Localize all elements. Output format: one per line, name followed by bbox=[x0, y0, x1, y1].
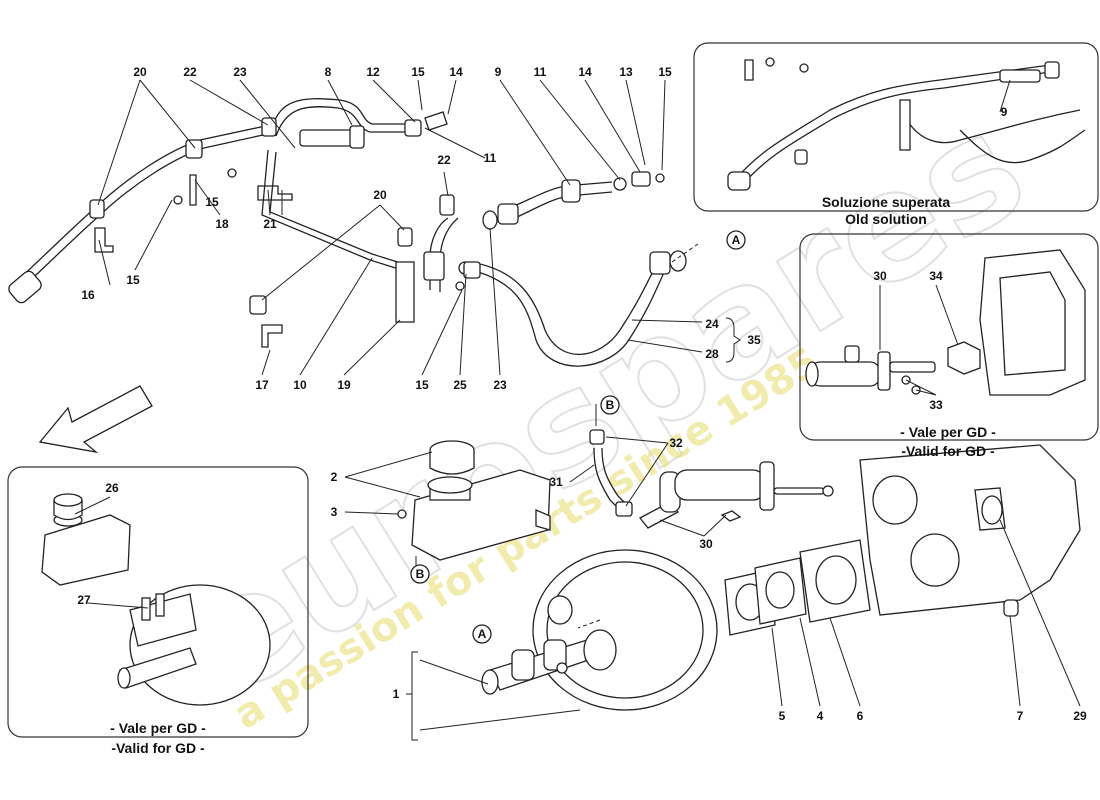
callout: 20 bbox=[133, 65, 147, 79]
callout: 21 bbox=[263, 217, 277, 231]
marker-label: B bbox=[416, 567, 425, 581]
marker-a-2: A bbox=[472, 624, 492, 644]
callout: 15 bbox=[415, 378, 429, 392]
leader-lines bbox=[74, 79, 1081, 741]
marker-b-1: B bbox=[600, 395, 620, 415]
callout: 19 bbox=[337, 378, 351, 392]
callout: 15 bbox=[411, 65, 425, 79]
callout: 31 bbox=[549, 475, 563, 489]
callout: 9 bbox=[495, 65, 502, 79]
callout: 23 bbox=[233, 65, 247, 79]
marker-label: A bbox=[478, 627, 487, 641]
gd-clutch-caption-it: - Vale per GD - bbox=[900, 424, 996, 440]
old-solution-inset bbox=[693, 42, 1099, 212]
callout: 4 bbox=[817, 709, 824, 723]
marker-a-1: A bbox=[726, 230, 746, 250]
callout: 11 bbox=[484, 151, 497, 165]
callout: 7 bbox=[1017, 709, 1024, 723]
callout: 16 bbox=[81, 288, 95, 302]
callout: 24 bbox=[705, 317, 719, 331]
callout: 26 bbox=[105, 481, 119, 495]
brake-fluid-reservoir bbox=[397, 440, 551, 561]
callout: 33 bbox=[929, 398, 943, 412]
gd-clutch-drawing bbox=[805, 249, 1086, 396]
callout: 20 bbox=[373, 188, 387, 202]
marker-label: B bbox=[606, 398, 615, 412]
callout: 15 bbox=[658, 65, 672, 79]
gd-booster-drawing bbox=[41, 493, 271, 706]
callout: 34 bbox=[929, 269, 943, 283]
callout: 5 bbox=[779, 709, 786, 723]
marker-label: A bbox=[732, 233, 741, 247]
callout: 2 bbox=[331, 470, 338, 484]
callout: 15 bbox=[205, 195, 219, 209]
callout: 23 bbox=[493, 378, 507, 392]
callout: 8 bbox=[325, 65, 332, 79]
callout: 14 bbox=[578, 65, 592, 79]
gd-booster-caption-en: -Valid for GD - bbox=[111, 740, 205, 756]
callout: 11 bbox=[534, 65, 547, 79]
callout-labels: 20 22 23 8 12 15 14 9 11 14 13 15 11 22 … bbox=[77, 65, 1087, 723]
gd-clutch-caption-en: -Valid for GD - bbox=[901, 443, 995, 459]
callout: 15 bbox=[126, 273, 140, 287]
brake-pipe-assembly bbox=[8, 98, 472, 348]
callout: 9 bbox=[1001, 105, 1008, 119]
callout: 32 bbox=[669, 436, 683, 450]
gd-booster-caption-it: - Vale per GD - bbox=[110, 720, 206, 736]
callout: 14 bbox=[449, 65, 463, 79]
callout: 18 bbox=[215, 217, 229, 231]
callout: 17 bbox=[255, 378, 269, 392]
marker-b-2: B bbox=[410, 564, 430, 584]
callout: 29 bbox=[1073, 709, 1087, 723]
callout: 6 bbox=[857, 709, 864, 723]
callout: 13 bbox=[619, 65, 633, 79]
callout: 35 bbox=[747, 333, 761, 347]
callout: 10 bbox=[293, 378, 307, 392]
old-solution-caption-en: Old solution bbox=[845, 211, 927, 227]
callout: 30 bbox=[873, 269, 887, 283]
callout: 28 bbox=[705, 347, 719, 361]
gd-booster-inset bbox=[7, 466, 309, 738]
gd-clutch-inset bbox=[799, 233, 1099, 441]
callout: 30 bbox=[699, 537, 713, 551]
old-solution-drawing bbox=[727, 57, 1086, 191]
callout: 12 bbox=[366, 65, 380, 79]
pedal-box-bulkhead bbox=[859, 444, 1081, 617]
spacer-gaskets bbox=[724, 539, 871, 636]
direction-arrow-icon bbox=[38, 385, 153, 454]
callout: 3 bbox=[331, 505, 338, 519]
callout: 1 bbox=[393, 687, 400, 701]
old-solution-caption-it: Soluzione superata bbox=[822, 194, 951, 210]
brake-servo-booster bbox=[481, 549, 718, 711]
clutch-master-cylinder bbox=[674, 461, 834, 522]
callout: 22 bbox=[437, 153, 451, 167]
callout: 25 bbox=[453, 378, 467, 392]
callout: 22 bbox=[183, 65, 197, 79]
callout: 27 bbox=[77, 593, 91, 607]
